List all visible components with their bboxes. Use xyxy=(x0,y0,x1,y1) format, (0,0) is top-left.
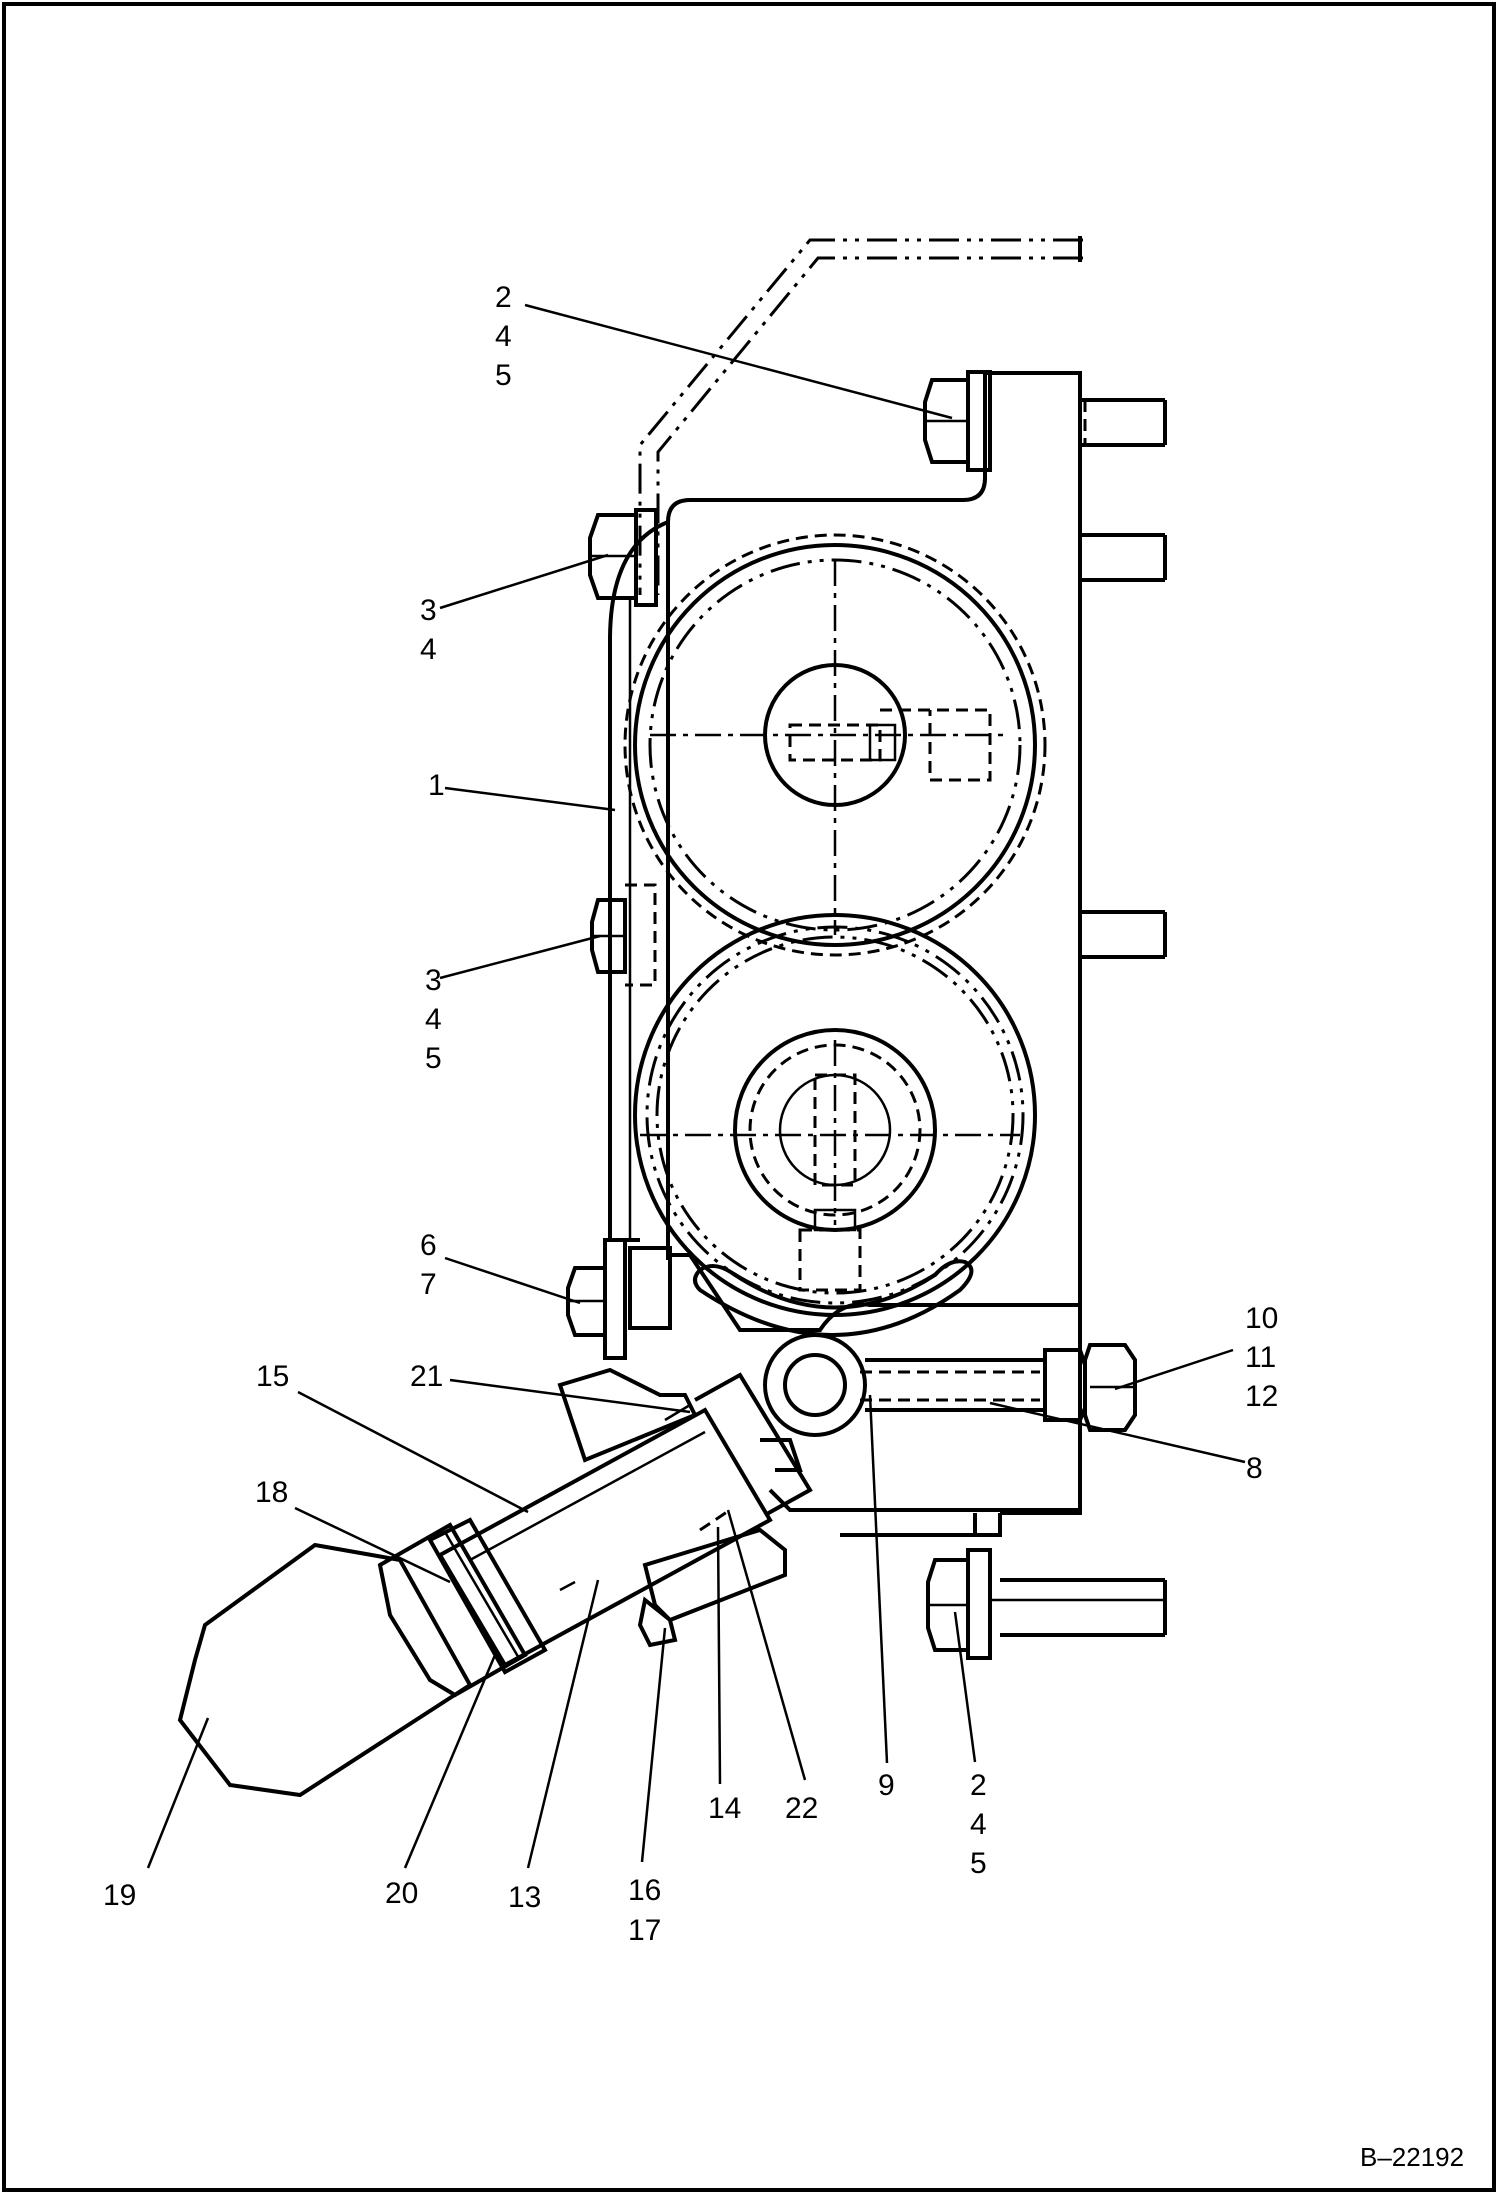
callout-label: 1 xyxy=(428,769,445,802)
callout-label: 9 xyxy=(878,1769,895,1802)
callout-22: 22 xyxy=(785,1792,818,1825)
callout-9: 9 xyxy=(878,1769,895,1802)
upper-gear xyxy=(623,533,1047,957)
callout-label: 13 xyxy=(508,1881,541,1914)
callout-label: 4 xyxy=(495,320,512,353)
callout-label: 19 xyxy=(103,1879,136,1912)
callout-15: 15 xyxy=(256,1360,289,1393)
callout-label: 4 xyxy=(425,1003,442,1036)
callout-label: 18 xyxy=(255,1476,288,1509)
bolt-lower-left xyxy=(566,1238,672,1360)
callout-label: 16 xyxy=(628,1874,661,1907)
callout-2-4-5-top: 2 4 5 xyxy=(495,281,512,392)
callout-label: 8 xyxy=(1246,1452,1263,1485)
callout-label: 2 xyxy=(970,1769,987,1802)
callout-label: 11 xyxy=(1245,1341,1276,1374)
callout-3-4-5-mid: 3 4 5 xyxy=(425,964,442,1075)
callout-20: 20 xyxy=(385,1877,418,1910)
callout-14: 14 xyxy=(708,1792,741,1825)
callout-19: 19 xyxy=(103,1879,136,1912)
callout-label: 22 xyxy=(785,1792,818,1825)
frame-phantom-outline xyxy=(638,238,1083,595)
callout-label: 2 xyxy=(495,281,512,314)
bolt-mid-left xyxy=(590,883,657,987)
callout-10-11-12: 10 11 12 xyxy=(1245,1302,1278,1413)
leader-lines xyxy=(146,303,1246,1869)
callout-21: 21 xyxy=(410,1360,443,1393)
callout-label: 5 xyxy=(970,1847,987,1880)
callout-label: 10 xyxy=(1245,1302,1278,1335)
callout-label: 12 xyxy=(1245,1380,1278,1413)
drive-housing xyxy=(608,371,1167,1637)
callout-label: 3 xyxy=(420,594,437,627)
callout-8: 8 xyxy=(1246,1452,1263,1485)
figure-number: B–22192 xyxy=(1360,2142,1464,2172)
callout-label: 14 xyxy=(708,1792,741,1825)
bolt-bottom-right xyxy=(926,1548,992,1660)
callout-18: 18 xyxy=(255,1476,288,1509)
callout-16-17: 16 17 xyxy=(628,1874,661,1947)
callout-label: 17 xyxy=(628,1914,661,1947)
motor-assembly xyxy=(177,1367,813,1798)
callout-label: 7 xyxy=(420,1268,437,1301)
callout-label: 6 xyxy=(420,1229,437,1262)
callout-label: 21 xyxy=(410,1360,443,1393)
callout-1: 1 xyxy=(428,769,445,802)
callout-2-4-5-bottom: 2 4 5 xyxy=(970,1769,987,1880)
callout-6-7: 6 7 xyxy=(420,1229,437,1301)
callout-label: 20 xyxy=(385,1877,418,1910)
adjuster-assembly xyxy=(763,1333,1137,1437)
callout-13: 13 xyxy=(508,1881,541,1914)
callout-label: 5 xyxy=(425,1042,442,1075)
callout-label: 4 xyxy=(420,633,437,666)
callout-label: 5 xyxy=(495,359,512,392)
callout-label: 15 xyxy=(256,1360,289,1393)
callout-label: 4 xyxy=(970,1808,987,1841)
bolt-top-right xyxy=(923,370,992,472)
callout-label: 3 xyxy=(425,964,442,997)
callout-3-4-upper: 3 4 xyxy=(420,594,437,666)
lower-gear xyxy=(633,913,1037,1337)
bolt-upper-left xyxy=(588,508,658,607)
